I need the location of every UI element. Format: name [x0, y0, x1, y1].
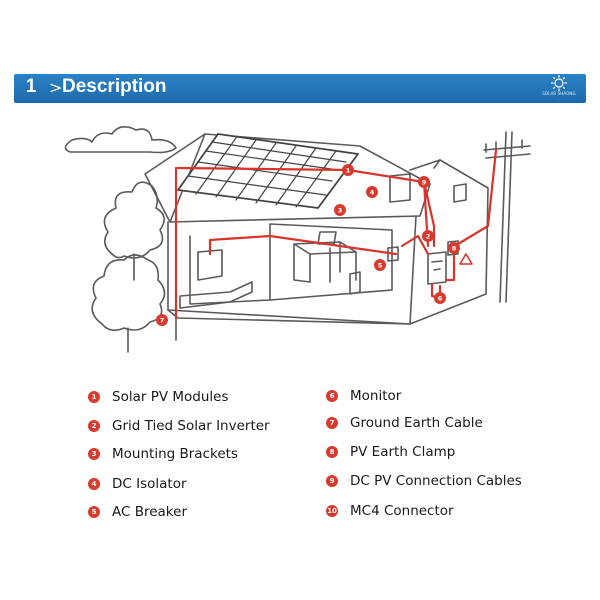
legend-number-badge: 5 — [88, 506, 100, 518]
logo-text: SOLAR SHAONG — [542, 91, 576, 96]
legend-item-4: 4 DC Isolator — [88, 474, 187, 494]
svg-text:7: 7 — [160, 317, 165, 325]
svg-text:4: 4 — [370, 189, 375, 197]
legend-label: AC Breaker — [112, 504, 188, 520]
legend-item-8: 8 PV Earth Clamp — [326, 442, 455, 462]
svg-text:5: 5 — [378, 262, 383, 270]
legend-number-badge: 1 — [88, 391, 100, 403]
wiring-lines — [174, 148, 498, 320]
diagram-marker-5: 5 — [374, 259, 386, 271]
legend-label: PV Earth Clamp — [350, 444, 456, 460]
legend-label: Grid Tied Solar Inverter — [112, 418, 270, 434]
svg-text:6: 6 — [438, 295, 443, 303]
svg-text:1: 1 — [346, 167, 351, 175]
logo-subtext: · · · — [556, 97, 562, 101]
legend-number-badge: 9 — [326, 475, 338, 487]
section-header: 1 > Description SOLAR SHAONG · · · — [14, 74, 586, 103]
tree-icon — [91, 181, 166, 353]
legend-item-10: 10 MC4 Connector — [326, 501, 454, 521]
legend-label: DC Isolator — [112, 476, 187, 492]
svg-text:8: 8 — [452, 245, 457, 253]
legend-item-1: 1 Solar PV Modules — [88, 387, 228, 407]
legend-label: Mounting Brackets — [112, 446, 238, 462]
legend-label: Ground Earth Cable — [350, 415, 483, 431]
legend-number-badge: 3 — [88, 448, 100, 460]
svg-text:9: 9 — [422, 179, 427, 187]
diagram-marker-4: 4 — [366, 186, 378, 198]
legend-item-2: 2 Grid Tied Solar Inverter — [88, 416, 270, 436]
inverter-icon — [387, 240, 473, 285]
cloud-icon — [64, 126, 177, 154]
svg-text:2: 2 — [426, 233, 431, 241]
legend-number-badge: 10 — [326, 505, 338, 517]
legend-label: DC PV Connection Cables — [350, 473, 522, 489]
solar-panel-icon — [177, 133, 359, 209]
legend-number-badge: 8 — [326, 446, 338, 458]
legend-number-badge: 6 — [326, 390, 338, 402]
section-title: Description — [62, 76, 167, 97]
utility-pole-icon — [483, 131, 531, 303]
legend-number-badge: 2 — [88, 420, 100, 432]
legend-item-6: 6 Monitor — [326, 386, 401, 406]
diagram-marker-1: 1 — [342, 164, 354, 176]
diagram-marker-9: 9 — [418, 176, 430, 188]
legend-item-5: 5 AC Breaker — [88, 502, 187, 522]
legend-item-9: 9 DC PV Connection Cables — [326, 471, 522, 491]
legend-label: MC4 Connector — [350, 503, 454, 519]
diagram-marker-6: 6 — [434, 292, 446, 304]
sun-logo-icon — [551, 75, 567, 91]
legend-label: Solar PV Modules — [112, 389, 229, 405]
diagram-marker-3: 3 — [334, 204, 346, 216]
legend-item-7: 7 Ground Earth Cable — [326, 413, 483, 433]
diagram-marker-8: 8 — [448, 242, 460, 254]
legend-number-badge: 7 — [326, 417, 338, 429]
legend-item-3: 3 Mounting Brackets — [88, 444, 238, 464]
house-outline — [144, 133, 489, 325]
legend-number-badge: 4 — [88, 478, 100, 490]
diagram-marker-7: 7 — [156, 314, 168, 326]
legend-label: Monitor — [350, 388, 402, 404]
svg-text:3: 3 — [338, 207, 343, 215]
chevron-right-icon: > — [49, 78, 63, 97]
solar-system-diagram: 1 2 3 4 5 6 7 8 9 — [64, 126, 531, 353]
brand-logo: SOLAR SHAONG · · · — [538, 74, 580, 102]
diagram-marker-2: 2 — [422, 230, 434, 242]
section-number: 1 — [25, 76, 37, 97]
